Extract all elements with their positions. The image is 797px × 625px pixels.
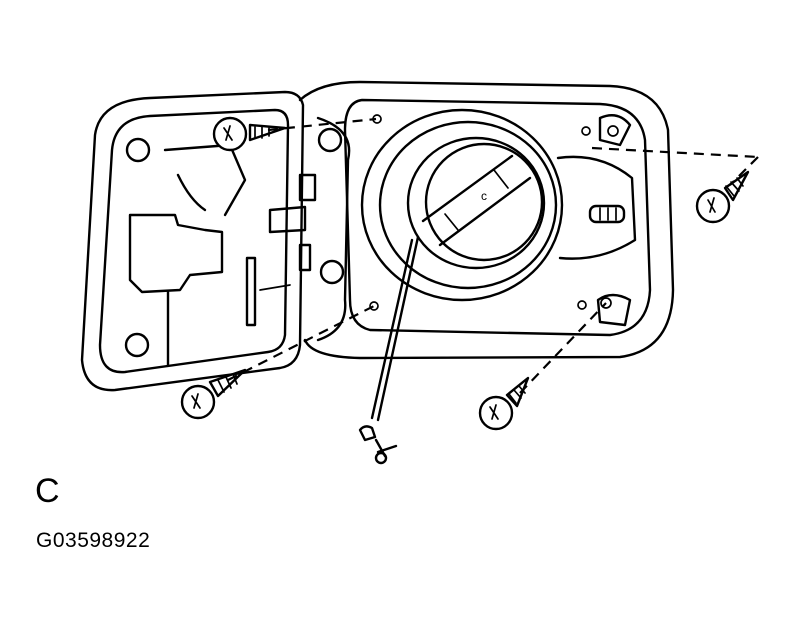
- screw-bottom: [478, 376, 530, 431]
- fuel-cap: c: [421, 142, 544, 262]
- view-label: C: [35, 472, 60, 510]
- fuel-filler-door: [80, 90, 317, 392]
- screw-right: [695, 170, 750, 224]
- fuel-filler-housing: [298, 80, 675, 360]
- screw-alignment-lines: [227, 117, 759, 394]
- figure-id: G03598922: [36, 529, 151, 552]
- svg-text:c: c: [481, 189, 487, 203]
- screw-bottom-left: [180, 368, 247, 420]
- screw-top-left: [212, 116, 287, 152]
- cap-tether: [358, 235, 420, 465]
